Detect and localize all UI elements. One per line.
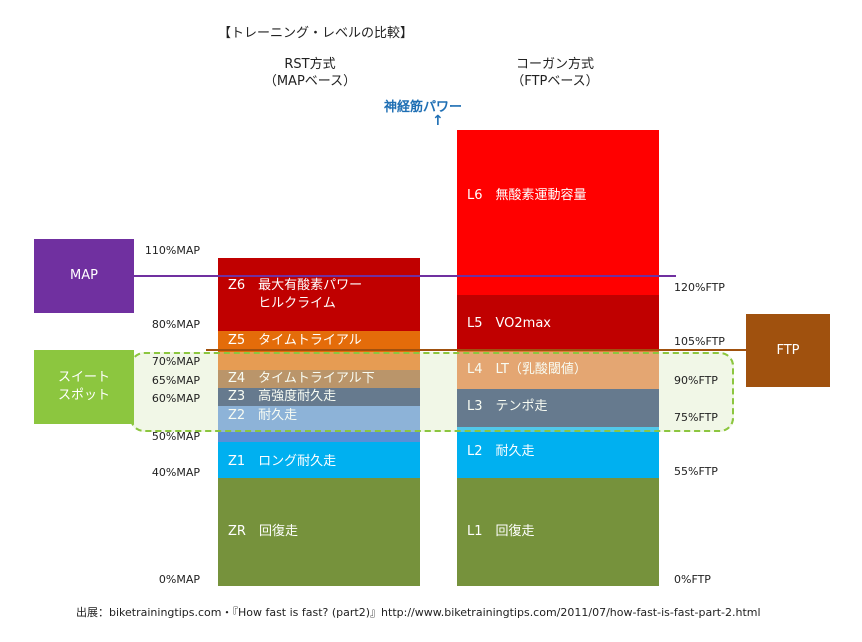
ftp-box-label: FTP xyxy=(776,342,800,358)
rst-zone-z3: Z3 高強度耐久走 xyxy=(218,388,420,406)
map-line xyxy=(134,275,676,277)
coggan-zone-l2-label: L2 耐久走 xyxy=(467,444,535,459)
map-box-label: MAP xyxy=(70,268,98,283)
coggan-zone-l3-label: L3 テンポ走 xyxy=(467,399,548,414)
ftp-box: FTP xyxy=(746,314,830,387)
rst-zone-z5-lower xyxy=(218,351,420,370)
map-tick-60: 60%MAP xyxy=(151,392,200,405)
coggan-header-line1: コーガン方式 xyxy=(515,57,594,72)
ftp-tick-55: 55%FTP xyxy=(674,465,718,478)
rst-zone-z2: Z2 耐久走 xyxy=(218,406,420,442)
rst-zone-z1-label: Z1 ロング耐久走 xyxy=(228,454,337,469)
rst-header-line1: RST方式 xyxy=(284,57,336,72)
rst-zone-z4-label: Z4 タイムトライアル下 xyxy=(228,371,375,386)
rst-zone-z1: Z1 ロング耐久走 xyxy=(218,442,420,478)
sweet-spot-overlay xyxy=(130,352,734,432)
rst-zone-z6: Z6 最大有酸素パワー ヒルクライム xyxy=(218,258,420,331)
rst-zone-z4: Z4 タイムトライアル下 xyxy=(218,370,420,388)
rst-zone-z7-label: Z7 高強度無酸素運動 xyxy=(228,188,363,203)
map-tick-0: 0%MAP xyxy=(158,573,200,586)
source-citation: 出展：biketrainingtips.com・『How fast is fas… xyxy=(76,606,761,619)
ftp-tick-0: 0%FTP xyxy=(674,573,711,586)
map-tick-50: 50%MAP xyxy=(151,430,200,443)
coggan-zone-l6: L6 無酸素運動容量 xyxy=(457,130,659,295)
rst-zone-z2-label: Z2 耐久走 xyxy=(228,408,298,423)
rst-zone-z5: Z5 タイムトライアル xyxy=(218,331,420,351)
sweet-spot-box: スイート スポット xyxy=(34,350,134,424)
ftp-tick-90: 90%FTP xyxy=(674,374,718,387)
rst-zone-z6-label: Z6 最大有酸素パワー ヒルクライム xyxy=(228,278,363,311)
ftp-tick-75: 75%FTP xyxy=(674,411,718,424)
coggan-header: コーガン方式 （FTPベース） xyxy=(490,56,620,90)
coggan-zone-l4: L4 LT（乳酸閾値） xyxy=(457,351,659,389)
map-tick-65: 65%MAP xyxy=(151,374,200,387)
rst-zone-zr: ZR 回復走 xyxy=(218,478,420,586)
coggan-zone-l4-label: L4 LT（乳酸閾値） xyxy=(467,362,587,377)
rst-header-line2: （MAPベース） xyxy=(263,74,357,89)
map-tick-40: 40%MAP xyxy=(151,466,200,479)
ftp-tick-105: 105%FTP xyxy=(674,335,725,348)
coggan-zone-l1-label: L1 回復走 xyxy=(467,524,535,539)
rst-header: RST方式 （MAPベース） xyxy=(250,56,370,90)
sweet-spot-label: スイート スポット xyxy=(57,370,110,403)
coggan-zone-l5-label: L5 VO2max xyxy=(467,316,552,331)
ftp-tick-120: 120%FTP xyxy=(674,281,725,294)
neuromuscular-power-label: 神経筋パワー xyxy=(384,100,463,115)
coggan-zone-l2: L2 耐久走 xyxy=(457,427,659,478)
up-arrow-icon: ↑ xyxy=(432,113,444,129)
map-tick-110: 110%MAP xyxy=(144,244,200,257)
coggan-header-line2: （FTPベース） xyxy=(511,74,599,89)
map-box: MAP xyxy=(34,239,134,313)
map-tick-70: 70%MAP xyxy=(151,355,200,368)
map-tick-80: 80%MAP xyxy=(151,318,200,331)
diagram-title: 【トレーニング・レベルの比較】 xyxy=(218,26,414,41)
ftp-line xyxy=(206,349,746,351)
rst-zone-zr-label: ZR 回復走 xyxy=(228,524,298,539)
coggan-column: L6 無酸素運動容量 L5 VO2max L4 LT（乳酸閾値） L3 テンポ走… xyxy=(457,130,659,586)
rst-zone-z3-label: Z3 高強度耐久走 xyxy=(228,389,337,404)
coggan-zone-l1: L1 回復走 xyxy=(457,478,659,586)
coggan-zone-l6-label: L6 無酸素運動容量 xyxy=(467,188,587,203)
rst-column: Z7 高強度無酸素運動 Z6 最大有酸素パワー ヒルクライム Z5 タイムトライ… xyxy=(218,130,420,586)
coggan-zone-l5: L5 VO2max xyxy=(457,295,659,351)
rst-zone-z5-label: Z5 タイムトライアル xyxy=(228,333,362,348)
coggan-zone-l3: L3 テンポ走 xyxy=(457,389,659,427)
